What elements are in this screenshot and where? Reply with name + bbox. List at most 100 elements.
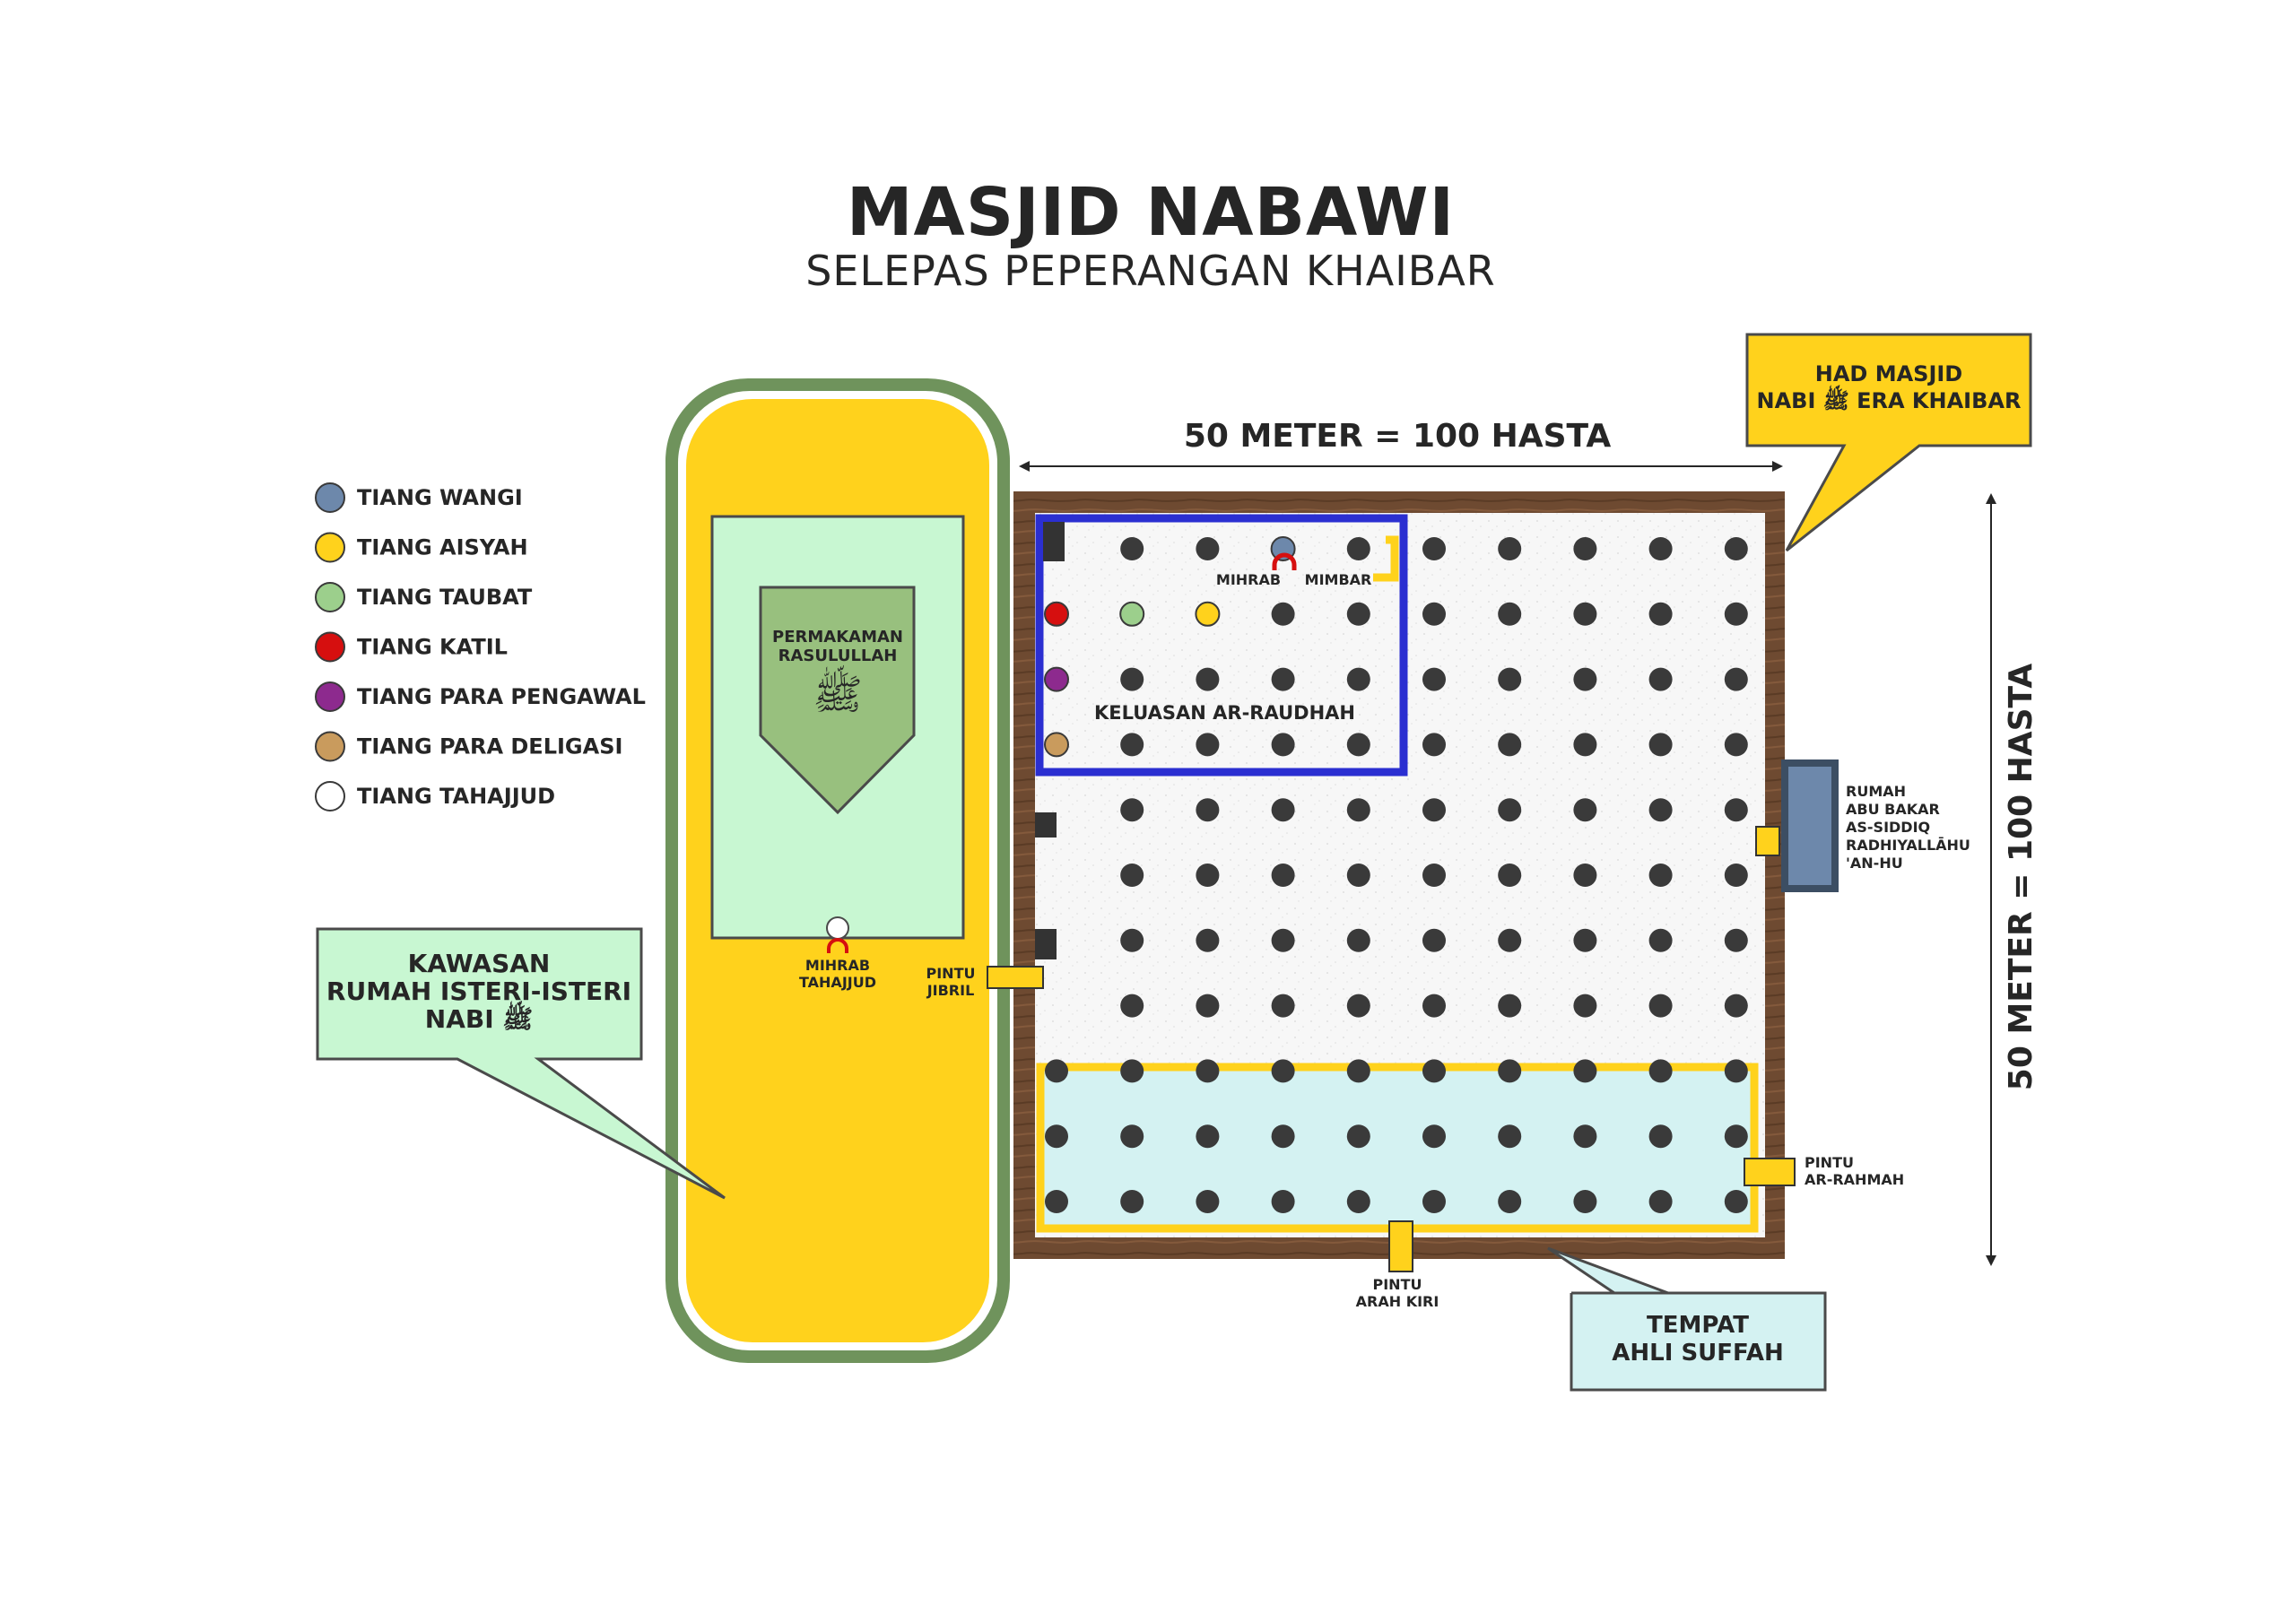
pillar xyxy=(1196,1190,1220,1213)
pillar xyxy=(1346,928,1370,952)
pillar xyxy=(1498,733,1522,757)
pillar xyxy=(1422,798,1446,822)
pillar xyxy=(1120,1190,1144,1213)
pillar xyxy=(1196,1059,1220,1083)
pillar xyxy=(1724,1124,1748,1149)
pillar xyxy=(1120,667,1144,691)
pillar xyxy=(1498,994,1522,1018)
mihrab-tahajjud-label-2: TAHAJJUD xyxy=(799,974,876,991)
pintu-arah-kiri-label-1: PINTU xyxy=(1373,1276,1422,1293)
pillar xyxy=(1648,1059,1673,1083)
mihrab-tahajjud-label-1: MIHRAB xyxy=(805,957,870,974)
legend-swatch xyxy=(315,731,345,762)
special-pillar xyxy=(1044,732,1069,758)
pintu-ar-rahmah-label-2: AR-RAHMAH xyxy=(1805,1171,1904,1188)
pillar xyxy=(1271,1059,1295,1083)
mimbar-label: MIMBAR xyxy=(1305,571,1372,588)
legend-label: TIANG WANGI xyxy=(357,485,523,510)
had-masjid-callout-box xyxy=(1745,333,2032,552)
pintu-ar-rahmah-label-1: PINTU xyxy=(1805,1154,1854,1171)
pillar xyxy=(1271,1124,1295,1149)
pillar xyxy=(1573,1124,1597,1149)
pillar xyxy=(1120,928,1144,952)
pillar xyxy=(1196,667,1220,691)
pintu-jibril-label-1: PINTU xyxy=(926,965,976,982)
pillar xyxy=(1724,928,1748,952)
kawasan-callout-box xyxy=(316,927,726,1200)
legend-label: TIANG AISYAH xyxy=(357,535,528,560)
mihrab-tahajjud-icon xyxy=(827,938,848,953)
pillar xyxy=(1724,602,1748,626)
pillar xyxy=(1724,537,1748,560)
wall-block-1 xyxy=(1043,522,1065,561)
legend-swatch xyxy=(315,781,345,812)
pillar xyxy=(1120,733,1144,757)
pillar xyxy=(1271,928,1295,952)
height-dimension: 50 METER = 100 HASTA xyxy=(1986,493,2039,1266)
pillar xyxy=(1498,602,1522,626)
pillar xyxy=(1573,602,1597,626)
ahli-suffah-callout-box xyxy=(1547,1246,1827,1392)
pillar xyxy=(1346,798,1370,822)
pillar xyxy=(1422,602,1446,626)
wives-houses-area: PERMAKAMAN RASULULLAH ﷺ MIHRAB TAHAJJUD xyxy=(665,378,1010,1363)
tomb-honorific: ﷺ xyxy=(813,664,863,718)
pillar xyxy=(1573,1190,1597,1213)
pillar xyxy=(1422,537,1446,560)
had-masjid-line-2: NABI ﷺ ERA KHAIBAR xyxy=(1757,385,2022,413)
legend-label: TIANG PARA PENGAWAL xyxy=(357,684,646,709)
pillar xyxy=(1648,864,1673,887)
mosque: MIHRAB MIMBAR KELUASAN AR-RAUDHAH xyxy=(987,491,1839,1272)
pillar xyxy=(1422,1190,1446,1213)
legend-label: TIANG TAHAJJUD xyxy=(357,784,555,809)
special-pillar xyxy=(1044,601,1069,627)
abu-bakar-door xyxy=(1755,826,1780,856)
pillar xyxy=(1724,1190,1748,1213)
legend-label: TIANG PARA DELIGASI xyxy=(357,734,622,759)
pillar xyxy=(1422,928,1446,952)
pillar xyxy=(1271,602,1295,626)
pillar xyxy=(1196,798,1220,822)
pillar xyxy=(1346,667,1370,691)
legend-swatch xyxy=(315,532,345,563)
kawasan-callout: KAWASAN RUMAH ISTERI-ISTERI NABI ﷺ xyxy=(316,927,726,1200)
pillar-grid xyxy=(1044,536,1748,1213)
mihrab-label: MIHRAB xyxy=(1216,571,1281,588)
pillar xyxy=(1196,864,1220,887)
abu-bakar-label: RUMAH ABU BAKAR AS-SIDDIQ RADHIYALLĀHU '… xyxy=(1846,783,1970,872)
pillar xyxy=(1346,602,1370,626)
pillar xyxy=(1346,864,1370,887)
pillar xyxy=(1196,928,1220,952)
raudhah-area xyxy=(1035,514,1408,777)
pillar xyxy=(1271,994,1295,1018)
pillar xyxy=(1346,733,1370,757)
pillar xyxy=(1573,994,1597,1018)
had-masjid-callout: HAD MASJID NABI ﷺ ERA KHAIBAR xyxy=(1745,333,2032,552)
mihrab-icon xyxy=(1272,552,1297,570)
legend-swatch xyxy=(315,582,345,612)
special-pillar xyxy=(1195,601,1221,627)
pillar xyxy=(1422,667,1446,691)
pillar xyxy=(1346,1059,1370,1083)
pillar xyxy=(1573,1059,1597,1083)
pillar xyxy=(1648,928,1673,952)
pillar xyxy=(1422,733,1446,757)
pillar xyxy=(1648,537,1673,560)
pillar xyxy=(1498,1190,1522,1213)
legend-swatch xyxy=(315,482,345,513)
tomb-label-line-1: PERMAKAMAN xyxy=(772,628,903,647)
pillar xyxy=(1045,1059,1068,1083)
pillar xyxy=(1120,1124,1144,1149)
pillar xyxy=(1422,864,1446,887)
pillar xyxy=(1724,667,1748,691)
abu-bakar-house xyxy=(1781,759,1839,892)
pintu-jibril-label-2: JIBRIL xyxy=(926,982,975,999)
page-title: MASJID NABAWI xyxy=(847,174,1455,251)
mimbar-icon xyxy=(1373,535,1399,582)
pillar xyxy=(1648,994,1673,1018)
pillar xyxy=(1045,1124,1068,1149)
pillar xyxy=(1422,1059,1446,1083)
pillar xyxy=(1196,1124,1220,1149)
